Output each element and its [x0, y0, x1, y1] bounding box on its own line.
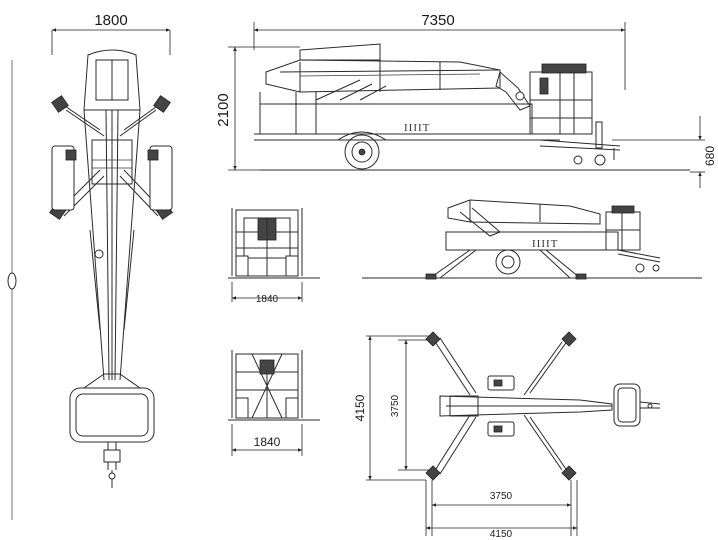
- outrigger-outer-vertical-dimension: 4150: [353, 394, 367, 421]
- outrigger-inner-horizontal-dimension: 3750: [490, 491, 513, 502]
- front-view-width-dimension: 1840: [256, 294, 279, 305]
- rear-view-width-dimension: 1840: [254, 435, 281, 449]
- top-view: 1800: [7, 12, 173, 520]
- outrigger-inner-vertical-dimension: 3750: [390, 394, 401, 417]
- side-view-brand-mark: IIIIT: [404, 122, 430, 134]
- centerline-marker: [7, 272, 17, 290]
- working-view-brand-mark: IIIIT: [532, 238, 558, 250]
- outrigger-outer-horizontal-dimension: 4150: [490, 529, 513, 540]
- side-view: 7350 2100 680 IIIIT: [215, 12, 717, 188]
- top-view-width-dimension: 1800: [94, 12, 127, 29]
- working-view: IIIIT: [362, 199, 702, 280]
- rear-view: 1840: [228, 350, 320, 456]
- outrigger-plan-view: 4150 3750 3750 4150: [353, 331, 661, 540]
- side-view-length-dimension: 7350: [421, 12, 454, 29]
- side-view-coupling-height-dimension: 680: [703, 146, 717, 166]
- front-view: 1840: [228, 208, 320, 305]
- side-view-height-dimension: 2100: [215, 93, 232, 126]
